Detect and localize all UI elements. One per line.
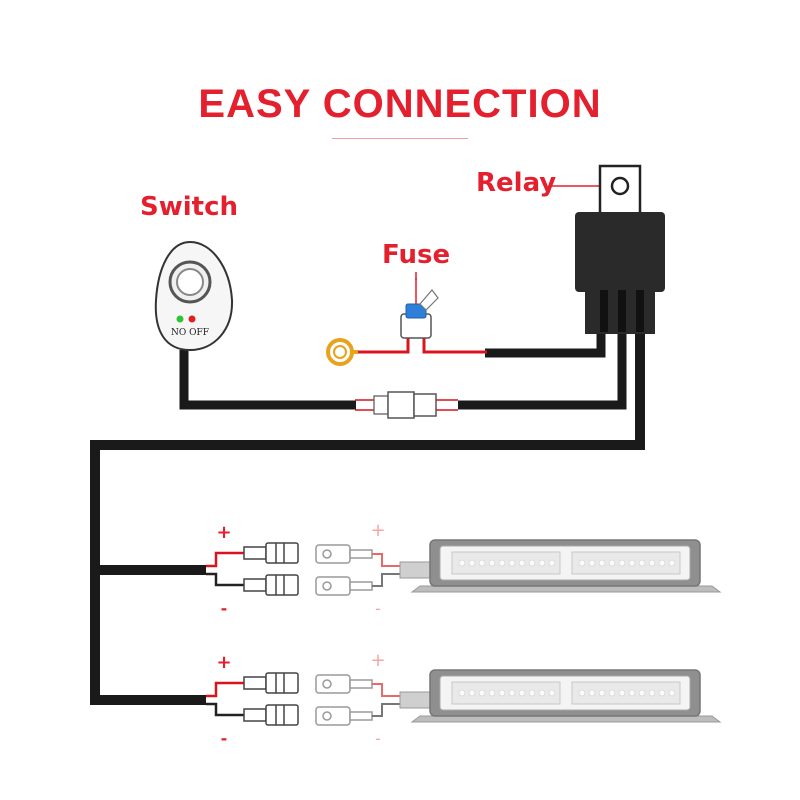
fuse-label: Fuse (382, 240, 451, 270)
polarity-minus-light-1: - (375, 599, 381, 618)
led-green (176, 315, 184, 323)
switch-legend: NO OFF (171, 328, 209, 338)
polarity-minus-wire-1: - (221, 599, 228, 618)
relay-switch-wire (458, 332, 627, 410)
relay (552, 164, 665, 334)
relay-label: Relay (476, 168, 557, 198)
led-light-bar-2 (410, 669, 722, 723)
polarity-plus-wire-2: + (216, 652, 231, 673)
rocker-switch: NO OFF (154, 240, 234, 352)
relay-output-wire (90, 332, 645, 705)
led-red (188, 315, 196, 323)
relay-body (575, 212, 665, 292)
switch-wire (179, 350, 356, 410)
led-light-bar-1 (410, 539, 722, 593)
battery-black-wire (485, 332, 606, 358)
light-bar-assembly-1: + - + - (206, 520, 722, 618)
inline-connector (355, 391, 458, 419)
ring-terminal (326, 338, 358, 366)
fuse-red-wires (355, 336, 487, 354)
polarity-plus-light-2: + (370, 650, 385, 671)
switch-label: Switch (140, 192, 239, 222)
light-bar-assembly-2: + - + - (206, 650, 722, 748)
title-underline (332, 138, 468, 139)
polarity-minus-light-2: - (375, 729, 381, 748)
main-harness-wires (90, 332, 645, 705)
polarity-minus-wire-2: - (221, 729, 228, 748)
polarity-plus-wire-1: + (216, 522, 231, 543)
fuse-holder (400, 278, 439, 339)
page-title: EASY CONNECTION (198, 82, 602, 126)
polarity-plus-light-1: + (370, 520, 385, 541)
